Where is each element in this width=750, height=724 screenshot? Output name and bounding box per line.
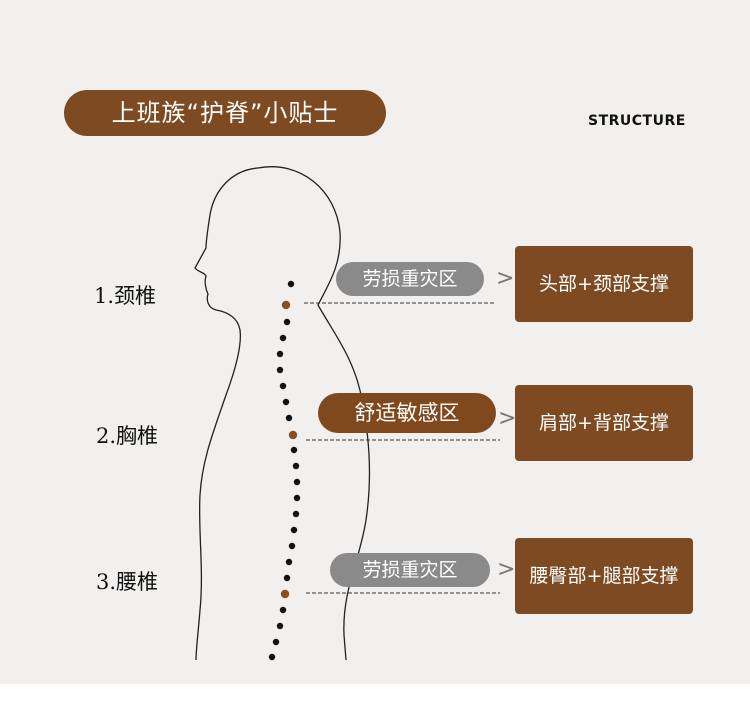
chevron-right-icon: >: [496, 266, 515, 291]
marker-lumbar: [280, 589, 290, 599]
chevron-right-icon: >: [498, 406, 517, 431]
support-box-lumbar: 腰臀部+腿部支撑: [515, 538, 693, 614]
marker-cervical: [281, 300, 291, 310]
region-label-lumbar: 3.腰椎: [96, 570, 159, 594]
back-outline: [257, 166, 371, 661]
front-outline: [194, 167, 259, 661]
body-silhouette: [194, 166, 500, 661]
tag-thoracic: 舒适敏感区: [318, 393, 496, 433]
title-pill: 上班族“护脊”小贴士: [64, 90, 386, 136]
connector-lines: [304, 302, 500, 594]
tag-lumbar: 劳损重灾区: [330, 553, 490, 587]
region-markers: [280, 300, 298, 599]
region-label-thoracic: 2.胸椎: [96, 424, 159, 448]
spine-dots: [268, 280, 301, 661]
region-label-cervical: 1.颈椎: [94, 284, 157, 308]
diagram-canvas: 上班族“护脊”小贴士 STRUCTURE 1.颈椎 劳损重灾区 > 头部+颈部支…: [0, 0, 750, 684]
structure-label: STRUCTURE: [588, 113, 686, 129]
support-box-cervical: 头部+颈部支撑: [515, 246, 693, 322]
chevron-right-icon: >: [497, 557, 516, 582]
marker-thoracic: [288, 430, 298, 440]
tag-cervical: 劳损重灾区: [336, 262, 484, 296]
support-box-thoracic: 肩部+背部支撑: [515, 385, 693, 461]
